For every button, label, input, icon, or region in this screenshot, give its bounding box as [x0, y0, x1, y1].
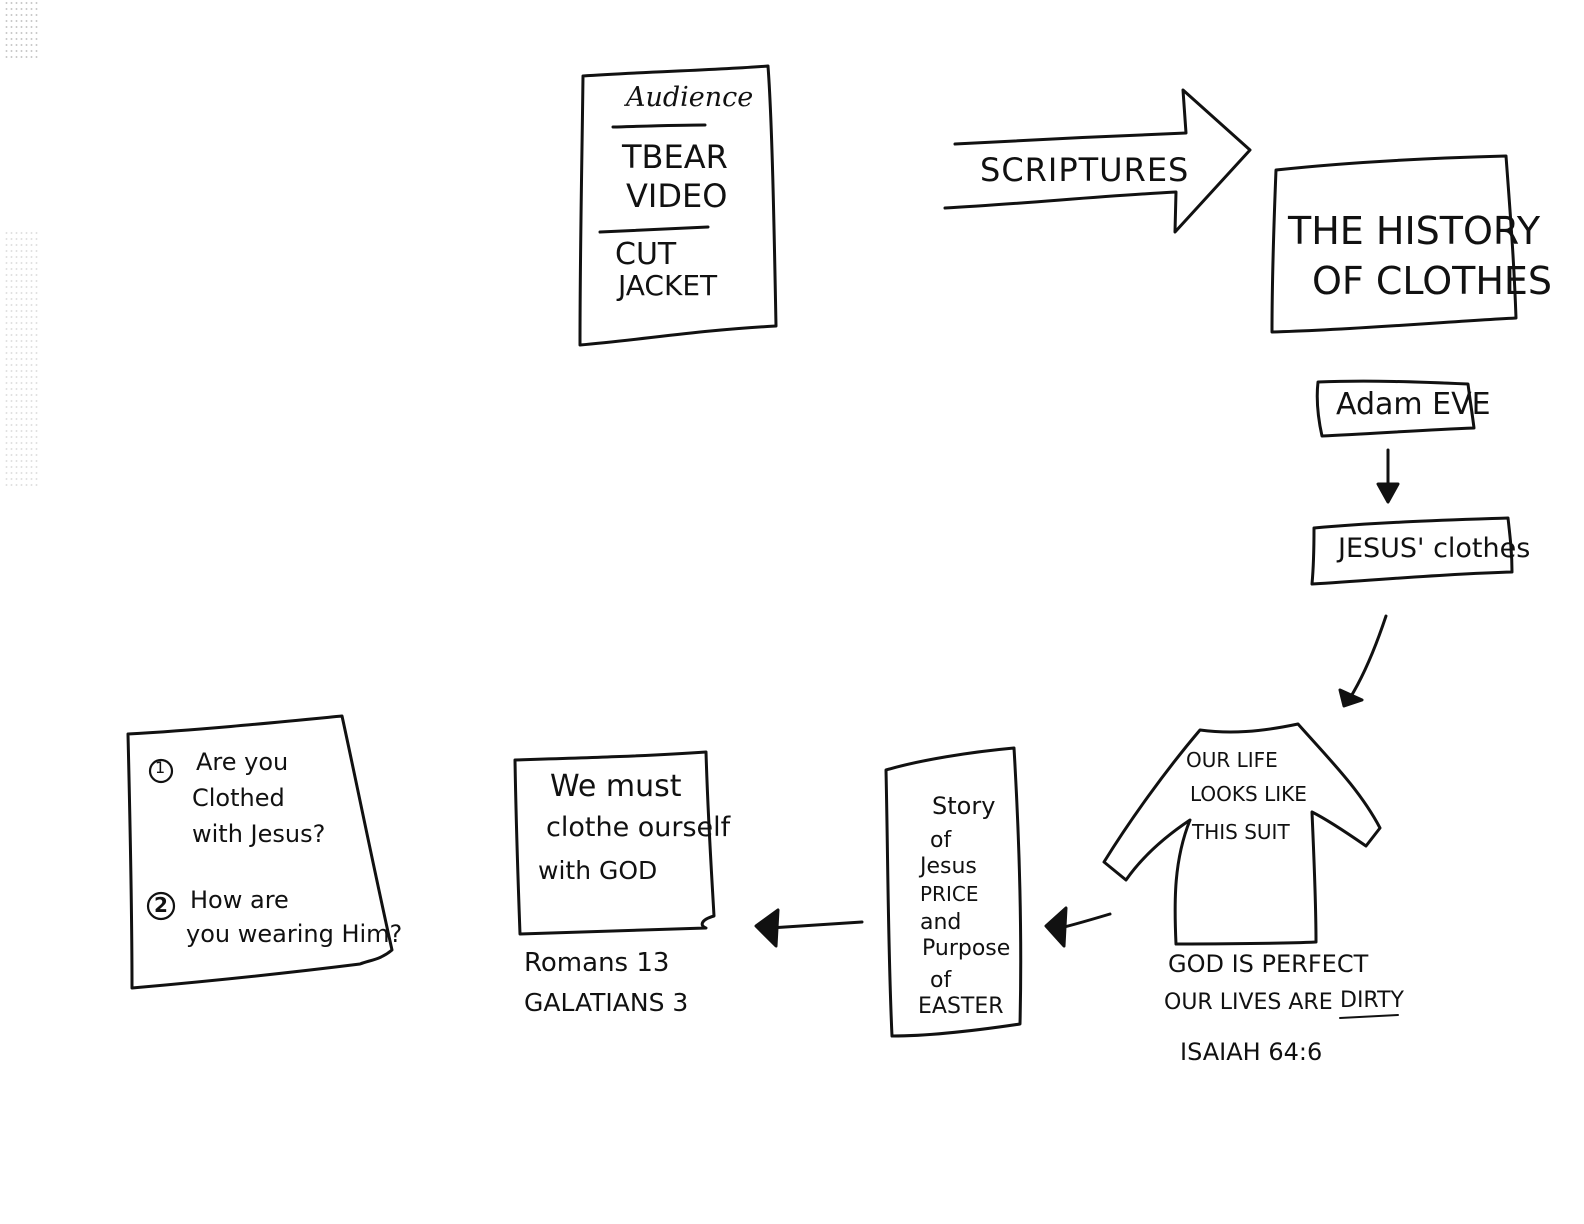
- adam-eve-label: Adam EVE: [1336, 387, 1491, 422]
- scriptures-arrow: [943, 88, 1252, 234]
- jesus-clothes-box-outline: [1310, 516, 1514, 586]
- shirt-line-1: OUR LIFE: [1186, 748, 1278, 772]
- easter-line-5: and: [920, 910, 962, 935]
- dirty-underline: [1339, 1014, 1399, 1019]
- easter-line-3: Jesus: [920, 854, 977, 879]
- jesus-to-shirt-arrowhead: [1338, 688, 1364, 708]
- clothe-box-outline: [513, 750, 716, 936]
- adam-eve-box-outline: [1315, 379, 1476, 438]
- history-box-line-2: OF CLOTHES: [1312, 259, 1553, 303]
- audience-divider-2: [598, 225, 710, 234]
- audience-divider-1: [611, 123, 707, 129]
- questions-box-outline: [126, 714, 394, 990]
- easter-line-7: of: [930, 968, 952, 993]
- question-2-number-circle: [146, 891, 176, 921]
- easter-to-clothe-arrow-shaft: [768, 920, 864, 930]
- question-1-line-1: Are you: [196, 748, 289, 776]
- question-2-line-1: How are: [190, 886, 289, 914]
- romans-reference: Romans 13: [524, 948, 670, 978]
- scan-artifact: [4, 230, 40, 490]
- shirt-line-2: LOOKS LIKE: [1190, 782, 1307, 806]
- easter-line-8: EASTER: [918, 994, 1004, 1019]
- question-2-number: 2: [154, 893, 168, 917]
- adam-to-jesus-arrowhead: [1376, 482, 1400, 504]
- shirt-outline: [1102, 722, 1382, 946]
- audience-item-jacket: JACKET: [618, 269, 718, 302]
- easter-line-2: of: [930, 828, 952, 853]
- shirt-caption-2: OUR LIVES ARE: [1164, 990, 1333, 1015]
- galatians-reference: GALATIANS 3: [524, 988, 689, 1017]
- question-1-number: 1: [155, 758, 166, 777]
- shirt-caption-dirty: DIRTY: [1340, 988, 1404, 1013]
- audience-heading: Audience: [626, 82, 754, 113]
- isaiah-reference: ISAIAH 64:6: [1180, 1038, 1323, 1066]
- clothe-line-3: with GOD: [538, 856, 658, 885]
- clothe-line-1: We must: [550, 769, 682, 804]
- jesus-clothes-label: JESUS' clothes: [1338, 533, 1531, 564]
- audience-item-tbear: TBEAR: [622, 138, 728, 176]
- easter-line-4: PRICE: [920, 882, 979, 906]
- question-1-number-circle: [148, 758, 174, 784]
- clothe-line-2: clothe ourself: [546, 812, 731, 843]
- history-box-line-1: THE HISTORY: [1288, 209, 1541, 253]
- question-2-line-2: you wearing Him?: [186, 920, 403, 948]
- audience-item-cut: CUT: [615, 237, 677, 272]
- easter-line-1: Story: [932, 792, 996, 820]
- audience-item-video: VIDEO: [626, 177, 728, 215]
- scan-artifact: [4, 0, 40, 60]
- shirt-line-3: THIS SUIT: [1192, 820, 1290, 844]
- question-1-line-3: with Jesus?: [192, 820, 326, 848]
- shirt-to-easter-arrowhead: [1044, 906, 1068, 948]
- shirt-caption-1: GOD IS PERFECT: [1168, 950, 1369, 978]
- history-box-outline: [1270, 154, 1518, 334]
- question-1-line-2: Clothed: [192, 784, 285, 812]
- easter-to-clothe-arrowhead: [754, 908, 780, 948]
- easter-box-outline: [884, 746, 1023, 1038]
- jesus-to-shirt-arrow-shaft: [1348, 614, 1388, 700]
- easter-line-6: Purpose: [922, 936, 1011, 961]
- audience-box-outline: [578, 64, 778, 347]
- scriptures-arrow-label: SCRIPTURES: [980, 151, 1190, 189]
